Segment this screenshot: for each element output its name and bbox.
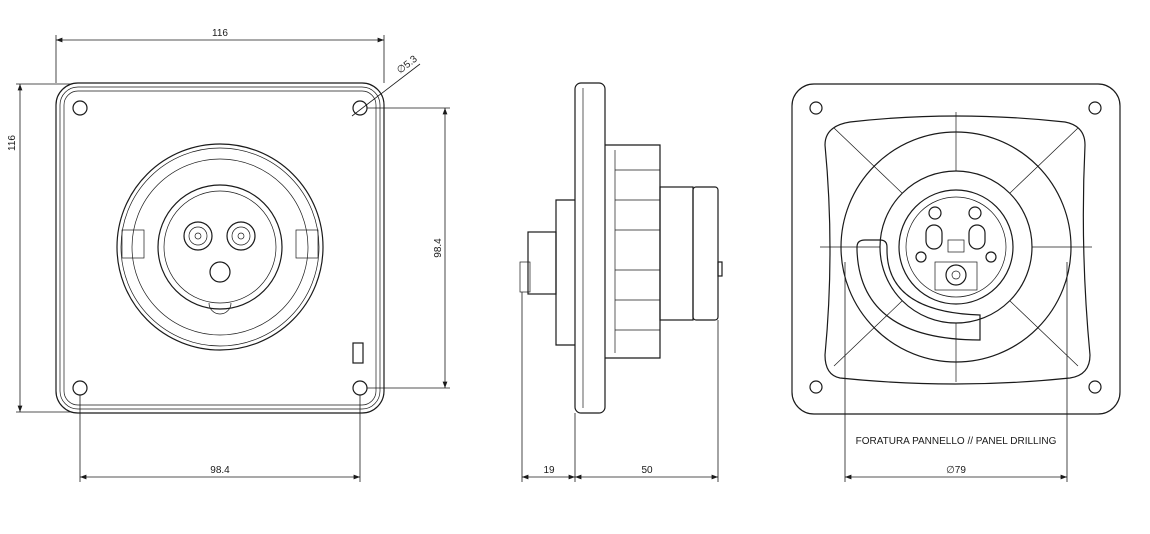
- mounting-hole: [809, 380, 823, 394]
- pin-contact: [226, 221, 256, 251]
- rear-terminals: [915, 206, 997, 291]
- front-plate-recess: [63, 90, 377, 406]
- panel-drilling-caption: FORATURA PANNELLO // PANEL DRILLING: [856, 436, 1057, 447]
- dim-rear-depth-label: 50: [641, 465, 653, 476]
- front-plate-inner: [59, 86, 381, 410]
- dim-hole-diameter-label: ∅5.3: [395, 54, 420, 77]
- mounting-hole: [809, 101, 823, 115]
- rear-ribs: [820, 112, 1092, 382]
- mounting-hole: [72, 100, 88, 116]
- side-front-socket: [527, 231, 557, 295]
- pin-contact: [183, 221, 213, 251]
- earth-pin: [209, 261, 231, 283]
- dim-drilling-diameter-label: ∅79: [946, 465, 966, 476]
- side-front-collar: [555, 199, 575, 346]
- dim-front-depth-label: 19: [543, 465, 555, 476]
- dim-height-label: 116: [7, 135, 18, 151]
- socket-face-inner: [163, 190, 277, 304]
- front-view: [55, 82, 385, 414]
- mounting-hole: [352, 100, 368, 116]
- front-dimensions: 116 116 ∅5.3 98.4 98.4: [7, 28, 450, 482]
- rear-body-flange: [824, 115, 1091, 385]
- rear-dimensions: FORATURA PANNELLO // PANEL DRILLING ∅79: [844, 262, 1068, 482]
- key-notch: [208, 302, 232, 315]
- latch-slot: [121, 229, 145, 259]
- rear-plate-outline: [791, 83, 1121, 415]
- side-rear-tab: [717, 261, 723, 277]
- side-rear-cap: [692, 186, 719, 321]
- side-front-lid: [519, 261, 531, 293]
- rear-terminal-inner: [905, 196, 1007, 298]
- socket-outer-ring: [116, 143, 324, 351]
- latch-slot: [295, 229, 319, 259]
- rear-terminal-block: [898, 189, 1014, 305]
- front-plate-outline: [55, 82, 385, 414]
- side-fins: [615, 169, 660, 331]
- rear-body-ring: [879, 170, 1033, 324]
- mounting-hole: [1088, 101, 1102, 115]
- socket-ring: [131, 158, 309, 336]
- mounting-hole: [72, 380, 88, 396]
- side-rear-housing: [659, 186, 694, 321]
- indicator-marker: [352, 342, 364, 364]
- socket-ring: [120, 147, 320, 347]
- side-body: [605, 144, 661, 359]
- rear-cable-guide: [856, 239, 981, 341]
- side-plate: [574, 82, 606, 414]
- mounting-hole: [352, 380, 368, 396]
- dim-hole-spacing-horizontal-label: 98.4: [210, 465, 230, 476]
- rear-view: [791, 83, 1121, 415]
- dim-width-label: 116: [212, 28, 228, 39]
- dim-hole-spacing-vertical-label: 98.4: [433, 238, 444, 258]
- side-view: [519, 82, 723, 414]
- mounting-hole: [1088, 380, 1102, 394]
- socket-face: [157, 184, 283, 310]
- side-dimensions: 19 50: [521, 292, 719, 482]
